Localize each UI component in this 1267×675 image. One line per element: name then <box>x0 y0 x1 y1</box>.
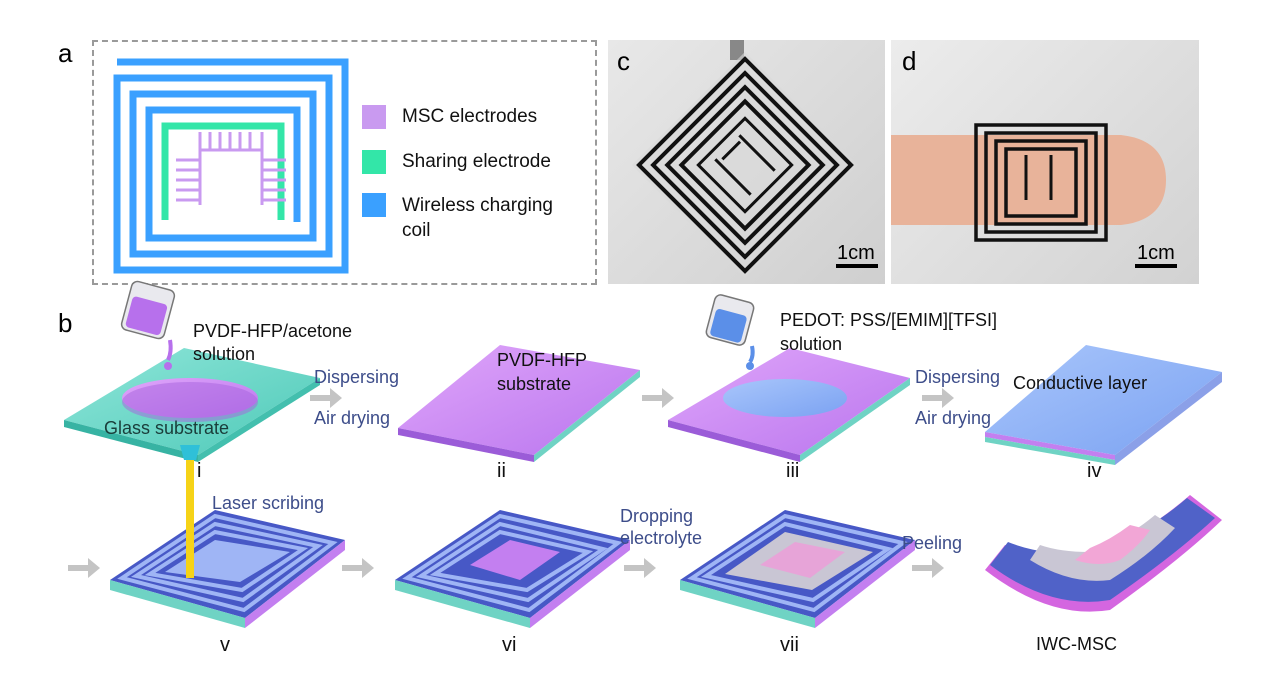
arrows-row-1 <box>310 388 954 408</box>
numeral-vii: vii <box>780 634 799 656</box>
step-iii-illustration <box>668 294 910 462</box>
legend-label-coil: Wireless charging <box>402 195 553 216</box>
numeral-iv: iv <box>1087 460 1102 482</box>
panel-a-frame <box>92 40 597 285</box>
wireless-coil <box>113 58 349 274</box>
panel-label-b: b <box>58 308 73 338</box>
panel-label-c: c <box>617 46 630 76</box>
arrows-row-2 <box>68 558 944 578</box>
legend-swatch-sharing <box>362 150 386 174</box>
dispersing-label-2: Dispersing <box>915 367 1001 387</box>
dropping-label-line2: electrolyte <box>620 528 703 548</box>
photo-c: 1cm <box>608 40 885 284</box>
numeral-v: v <box>220 634 230 656</box>
laser-scribing-label: Laser scribing <box>212 493 325 513</box>
photo-d: 1cm <box>891 40 1199 284</box>
panel-label-d: d <box>902 46 917 76</box>
step-i-illustration <box>64 280 320 462</box>
air-drying-label-1: Air drying <box>314 408 391 428</box>
legend-label-coil-line2: coil <box>402 220 431 241</box>
numeral-vi: vi <box>502 634 517 656</box>
step1-label-line1: PVDF-HFP/acetone <box>193 321 353 341</box>
step3-label-line2: solution <box>780 334 843 354</box>
final-device-label: IWC-MSC <box>1036 634 1117 654</box>
final-device-illustration <box>985 495 1222 612</box>
scale-label-d: 1cm <box>1137 242 1175 264</box>
air-drying-label-2: Air drying <box>915 408 992 428</box>
step-ii-illustration <box>398 345 640 462</box>
legend-label-sharing: Sharing electrode <box>402 151 551 172</box>
legend-swatch-coil <box>362 193 386 217</box>
legend-label-msc: MSC electrodes <box>402 106 538 127</box>
step-vii-illustration <box>680 510 915 628</box>
legend-swatch-msc <box>362 105 386 129</box>
substrate-label-line1: PVDF-HFP <box>497 350 587 370</box>
step1-label-line2: solution <box>193 344 256 364</box>
dispersing-label-1: Dispersing <box>314 367 400 387</box>
scale-label-c: 1cm <box>837 242 875 264</box>
numeral-ii: ii <box>497 460 506 482</box>
substrate-label-line2: substrate <box>497 374 572 394</box>
step-v-illustration <box>110 445 345 628</box>
step3-label-line1: PEDOT: PSS/[EMIM][TFSI] <box>780 310 998 330</box>
msc-electrodes <box>176 132 286 205</box>
peeling-label: Peeling <box>902 533 963 553</box>
numeral-iii: iii <box>786 460 800 482</box>
step-vi-illustration <box>395 510 630 628</box>
sharing-electrode <box>161 122 285 220</box>
scale-bar-d <box>1135 264 1177 268</box>
glass-substrate-label: Glass substrate <box>104 418 230 438</box>
scale-bar-c <box>836 264 878 268</box>
dropping-label-line1: Dropping <box>620 506 694 526</box>
conductive-layer-label: Conductive layer <box>1013 373 1148 393</box>
step-iv-illustration <box>985 345 1222 465</box>
photo-d-finger <box>891 123 1166 242</box>
photo-c-device <box>631 40 859 279</box>
panel-label-a: a <box>58 38 73 68</box>
numeral-i: i <box>197 460 202 482</box>
